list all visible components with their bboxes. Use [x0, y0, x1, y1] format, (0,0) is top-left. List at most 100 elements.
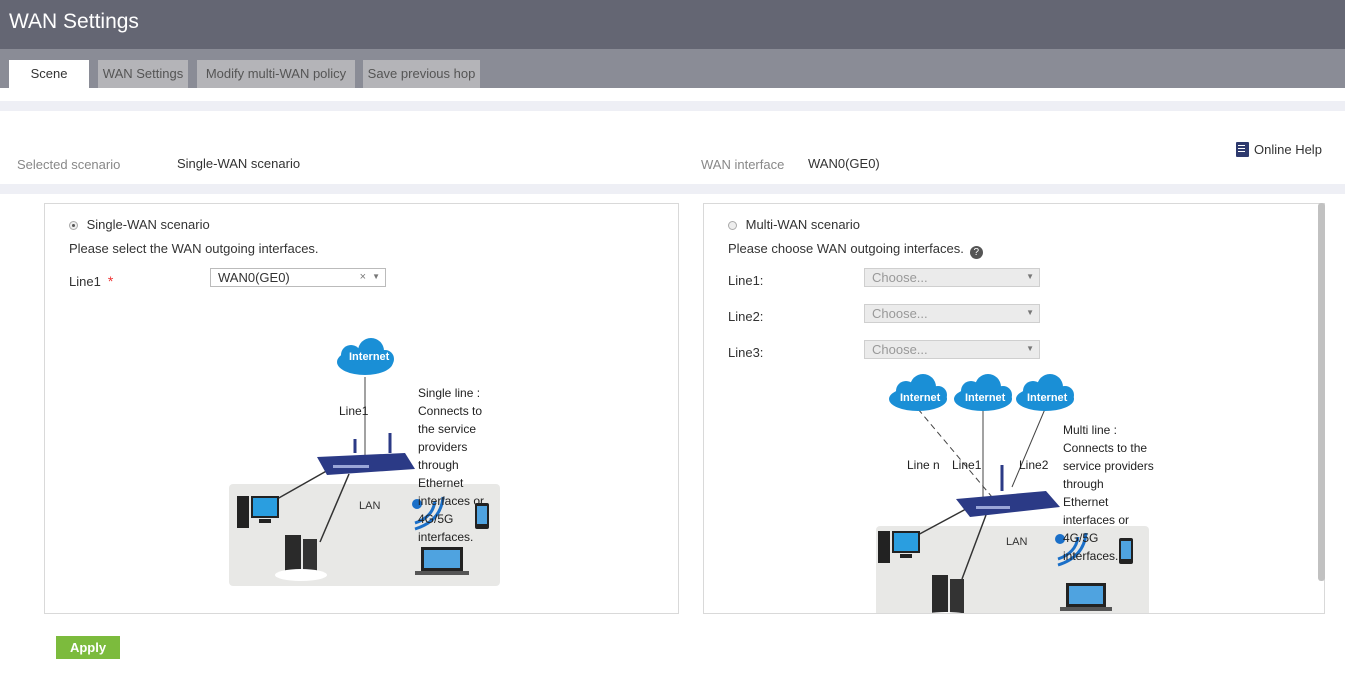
tab-modify-multi-wan-policy[interactable]: Modify multi-WAN policy: [197, 60, 355, 88]
desktop-icon: [237, 496, 279, 528]
required-mark: *: [107, 273, 114, 289]
server-icon: [275, 535, 327, 581]
desc-line: through: [418, 458, 459, 472]
cloud-icon: [954, 374, 1012, 411]
desc-line: 4G/5G: [418, 512, 454, 526]
multi-line3-select[interactable]: Choose... ▼: [864, 340, 1040, 359]
single-wan-instruction: Please select the WAN outgoing interface…: [69, 241, 319, 256]
desc-line: interfaces or: [1063, 513, 1130, 527]
single-wan-radio[interactable]: Single-WAN scenario: [69, 217, 210, 232]
desktop-icon: [878, 531, 920, 563]
router-icon: [956, 465, 1060, 517]
desc-line: service providers: [1063, 459, 1154, 473]
line2-diagram-label: Line2: [1019, 458, 1049, 472]
desc-line: Connects to: [418, 404, 483, 418]
book-icon: [1236, 142, 1249, 157]
chevron-down-icon: ▼: [372, 272, 380, 281]
lan-link-desktop: [276, 468, 331, 500]
line2-link: [1011, 408, 1046, 488]
cloud-label: Internet: [349, 351, 390, 363]
chevron-down-icon: ▼: [1026, 308, 1034, 317]
multi-line-diagram: Internet Internet Internet Line n Line1 …: [876, 374, 1149, 613]
desc-line: Multi line :: [1063, 423, 1118, 437]
radio-selected-icon: [69, 221, 78, 230]
desc-line: through: [1063, 477, 1104, 491]
desc-line: interfaces or: [418, 494, 485, 508]
multi-wan-radio[interactable]: Multi-WAN scenario: [728, 217, 860, 232]
online-help-label: Online Help: [1254, 142, 1322, 157]
clear-icon[interactable]: ×: [359, 271, 366, 283]
chevron-down-icon: ▼: [1026, 344, 1034, 353]
line-n-label: Line n: [907, 458, 940, 472]
tab-bar: Scene WAN Settings Modify multi-WAN poli…: [0, 49, 1345, 88]
tab-save-previous-hop[interactable]: Save previous hop: [363, 60, 480, 88]
wan-interface-label: WAN interface: [701, 157, 785, 172]
router-icon: [317, 433, 415, 475]
desc-line: Ethernet: [1063, 495, 1109, 509]
wifi-icon: [412, 496, 445, 531]
multi-line-description: Multi line : Connects to the service pro…: [1063, 421, 1173, 565]
laptop-icon: [415, 547, 469, 575]
lan-link-server: [319, 473, 350, 543]
single-wan-radio-label: Single-WAN scenario: [86, 217, 210, 232]
multi-line3-placeholder: Choose...: [872, 342, 928, 357]
phone-icon: [1119, 538, 1133, 564]
desc-line: Ethernet: [418, 476, 464, 490]
wan-interface-value: WAN0(GE0): [808, 156, 880, 171]
line-n-link: [917, 408, 993, 498]
desc-line: providers: [418, 440, 468, 454]
line1-label-text: Line1: [69, 274, 101, 289]
multi-line2-placeholder: Choose...: [872, 306, 928, 321]
desc-line: Single line :: [418, 386, 481, 400]
selected-scenario-value: Single-WAN scenario: [177, 156, 301, 171]
desc-line: Connects to the: [1063, 441, 1148, 455]
multi-line1-select[interactable]: Choose... ▼: [864, 268, 1040, 287]
apply-button[interactable]: Apply: [56, 636, 120, 659]
single-line-description: Single line : Connects to the service pr…: [418, 384, 498, 546]
page-title: WAN Settings: [9, 10, 139, 33]
multi-line2-label: Line2:: [728, 309, 764, 324]
desc-line: the service: [418, 422, 477, 436]
radio-unselected-icon: [728, 221, 737, 230]
line1-diagram-label: Line1: [339, 404, 369, 418]
help-circle-icon[interactable]: ?: [969, 246, 983, 259]
desc-line: interfaces.: [1063, 549, 1119, 563]
title-bar: WAN Settings: [0, 0, 1345, 49]
multi-wan-instruction-text: Please choose WAN outgoing interfaces.: [728, 241, 964, 256]
cloud-icon: [889, 374, 947, 411]
desc-line: 4G/5G: [1063, 531, 1099, 545]
chevron-down-icon: ▼: [1026, 272, 1034, 281]
multi-line1-placeholder: Choose...: [872, 270, 928, 285]
lan-link-desktop: [913, 508, 967, 538]
lan-link-server: [961, 514, 987, 580]
line1-select-value: WAN0(GE0): [218, 270, 290, 285]
cloud-icon: [337, 338, 394, 375]
laptop-icon: [1060, 583, 1112, 611]
multi-wan-radio-label: Multi-WAN scenario: [745, 217, 860, 232]
multi-wan-panel: Multi-WAN scenario Please choose WAN out…: [703, 203, 1325, 614]
multi-line2-select[interactable]: Choose... ▼: [864, 304, 1040, 323]
lan-label: LAN: [1006, 536, 1027, 548]
multi-wan-instruction: Please choose WAN outgoing interfaces.?: [728, 241, 983, 259]
single-line-diagram: Internet Line1 LAN: [229, 338, 500, 586]
desc-line: interfaces.: [418, 530, 474, 544]
tab-scene[interactable]: Scene: [9, 60, 89, 88]
selected-scenario-label: Selected scenario: [17, 157, 121, 172]
single-wan-panel: Single-WAN scenario Please select the WA…: [44, 203, 679, 614]
online-help-link[interactable]: Online Help: [1236, 142, 1322, 157]
separator-band: [0, 184, 1345, 194]
multi-line3-label: Line3:: [728, 345, 764, 360]
multi-line1-label: Line1:: [728, 273, 764, 288]
line1-diagram-label: Line1: [952, 458, 982, 472]
tab-wan-settings[interactable]: WAN Settings: [98, 60, 188, 88]
cloud-label: Internet: [965, 392, 1006, 404]
cloud-label: Internet: [1027, 392, 1068, 404]
line1-select[interactable]: WAN0(GE0) × ▼: [210, 268, 386, 287]
line1-label: Line1 *: [69, 273, 113, 289]
separator-band: [0, 101, 1345, 111]
server-icon: [930, 575, 964, 613]
panel-scrollbar[interactable]: [1318, 203, 1325, 581]
lan-label: LAN: [359, 500, 380, 512]
phone-icon: [475, 503, 489, 529]
cloud-icon: [1016, 374, 1074, 411]
